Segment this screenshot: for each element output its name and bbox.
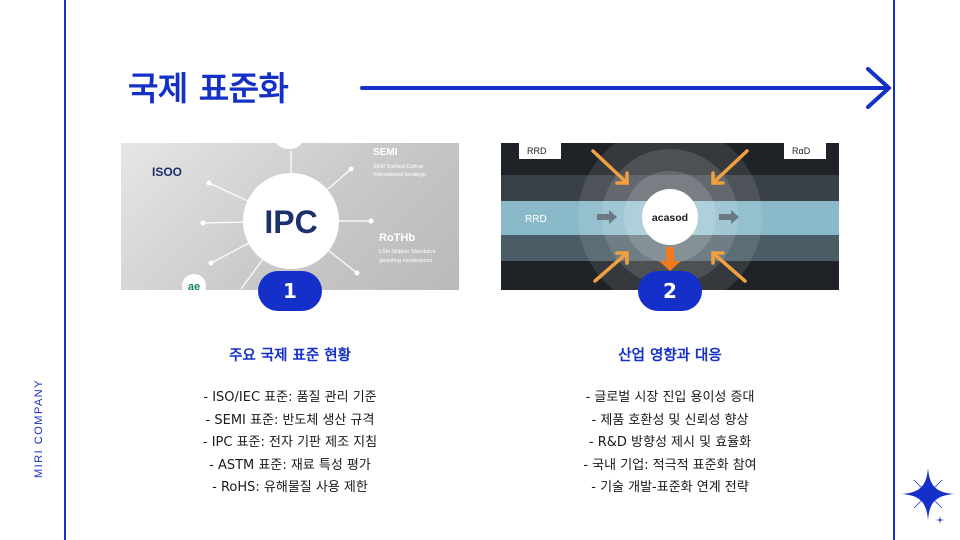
card-2-heading: 산업 영향과 대응: [618, 348, 722, 364]
card-1-number-badge: 1: [258, 271, 322, 311]
list-item: - IPC 표준: 전자 기판 제조 지침: [202, 435, 378, 450]
right-border-line: [893, 0, 895, 540]
industry-flow-graphic: RRD RαD RRD acasod: [501, 143, 839, 290]
semi-caption-2: Intemational landarge: [373, 172, 426, 178]
band-label: RRD: [525, 214, 547, 225]
iso-logo-text: ISOO: [152, 165, 182, 179]
standards-hub-graphic: IPC ISOO SEMI SEM Sortisul Cafical Intem…: [152, 143, 436, 290]
tag-top-left: RRD: [527, 146, 547, 156]
small-sparkle-icon: [936, 516, 944, 524]
arrow-right-icon: [360, 67, 891, 109]
list-item: - 국내 기업: 적극적 표준화 참여: [583, 457, 757, 473]
list-item: - R&D 방향성 제시 및 효율화: [588, 435, 752, 450]
card-1-content: 주요 국제 표준 현황 - ISO/IEC 표준: 품질 관리 기준 - SEM…: [140, 344, 440, 500]
list-item: - 글로벌 시장 진입 용이성 증대: [585, 390, 755, 405]
left-border-line: [64, 0, 66, 540]
list-item: - ISO/IEC 표준: 품질 관리 기준: [203, 390, 377, 405]
rohs-caption-2: gleasting nandwarces: [379, 258, 432, 264]
ae-logo-text: ae: [188, 281, 200, 290]
card-2-list: - 글로벌 시장 진입 용이성 증대 - 제품 호환성 및 신뢰성 향상 - R…: [520, 387, 820, 500]
rohs-logo-text: RoTHb: [379, 232, 415, 244]
list-item: - SEMI 표준: 반도체 생산 규격: [205, 412, 375, 428]
ipc-logo-text: IPC: [264, 204, 317, 240]
semi-logo-text: SEMI: [373, 147, 398, 158]
rohs-caption-1: LSH Stiittion Standatce: [379, 249, 436, 255]
semi-caption-1: SEM Sortisul Cafical: [373, 164, 423, 170]
standards-illustration: IPC ISOO SEMI SEM Sortisul Cafical Intem…: [121, 143, 459, 290]
list-item: - ASTM 표준: 재료 특성 평가: [209, 457, 371, 473]
card-2-content: 산업 영향과 대응 - 글로벌 시장 진입 용이성 증대 - 제품 호환성 및 …: [520, 344, 820, 500]
list-item: - 기술 개발-표준화 연계 전략: [591, 480, 749, 495]
list-item: - RoHS: 유해물질 사용 제한: [212, 480, 368, 495]
list-item: - 제품 호환성 및 신뢰성 향상: [591, 412, 749, 428]
card-1-heading: 주요 국제 표준 현황: [229, 348, 351, 364]
hub-label: acasod: [652, 212, 688, 224]
slide-title: 국제 표준화: [128, 69, 289, 108]
tag-top-right: RαD: [792, 146, 811, 156]
sparkle-icon: [902, 468, 954, 520]
card-1-list: - ISO/IEC 표준: 품질 관리 기준 - SEMI 표준: 반도체 생산…: [140, 387, 440, 500]
industry-illustration: RRD RαD RRD acasod: [501, 143, 839, 290]
brand-label: MIRI COMPANY: [33, 378, 45, 478]
card-2-number-badge: 2: [638, 271, 702, 311]
